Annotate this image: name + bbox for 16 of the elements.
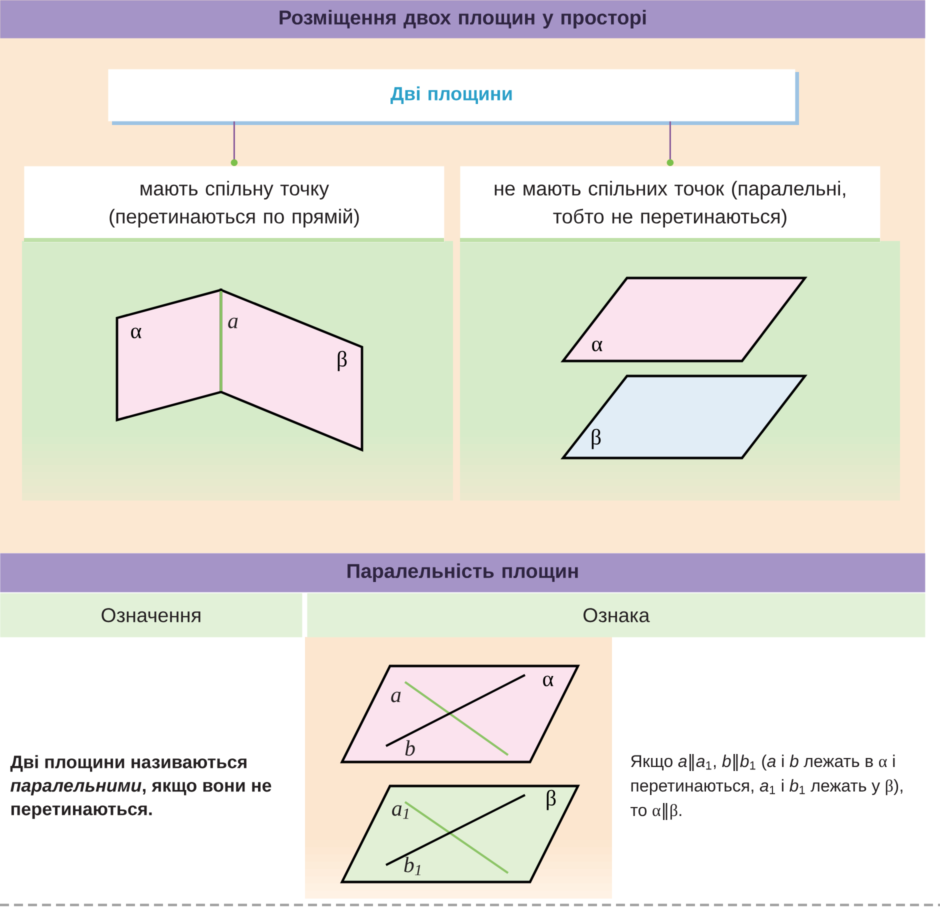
connector [230,121,238,166]
line-label: a [391,692,401,702]
category-box: Дві площини [108,69,799,125]
case-box: не мають спільних точок (паралельні, тобто не перетинаються) [460,166,880,242]
line-label: b$_{1}$ [404,856,420,876]
column-header: Означення [0,593,302,638]
criterion-text: Якщо a‖a$_{1}$, b‖b$_{1}$ (a і b лежать в α і перетинаються, a$_{1}$ і b$_{1}$ лежать у β), то α‖β. [630,754,902,820]
line-label: b [405,740,415,756]
line-label: a [228,318,238,328]
definition-text: Дві площини називаються паралельними, якщо вони не перетинаються. [10,755,272,819]
case-box: мають спільну точку (перетинаються по прямій) [24,166,444,242]
column-header: Ознака [307,593,926,638]
line-label: a$_{1}$ [392,805,408,819]
title-band: Паралельність площин [0,553,926,592]
title-band: Розміщення двох площин у просторі [0,0,926,38]
connector [666,121,674,166]
